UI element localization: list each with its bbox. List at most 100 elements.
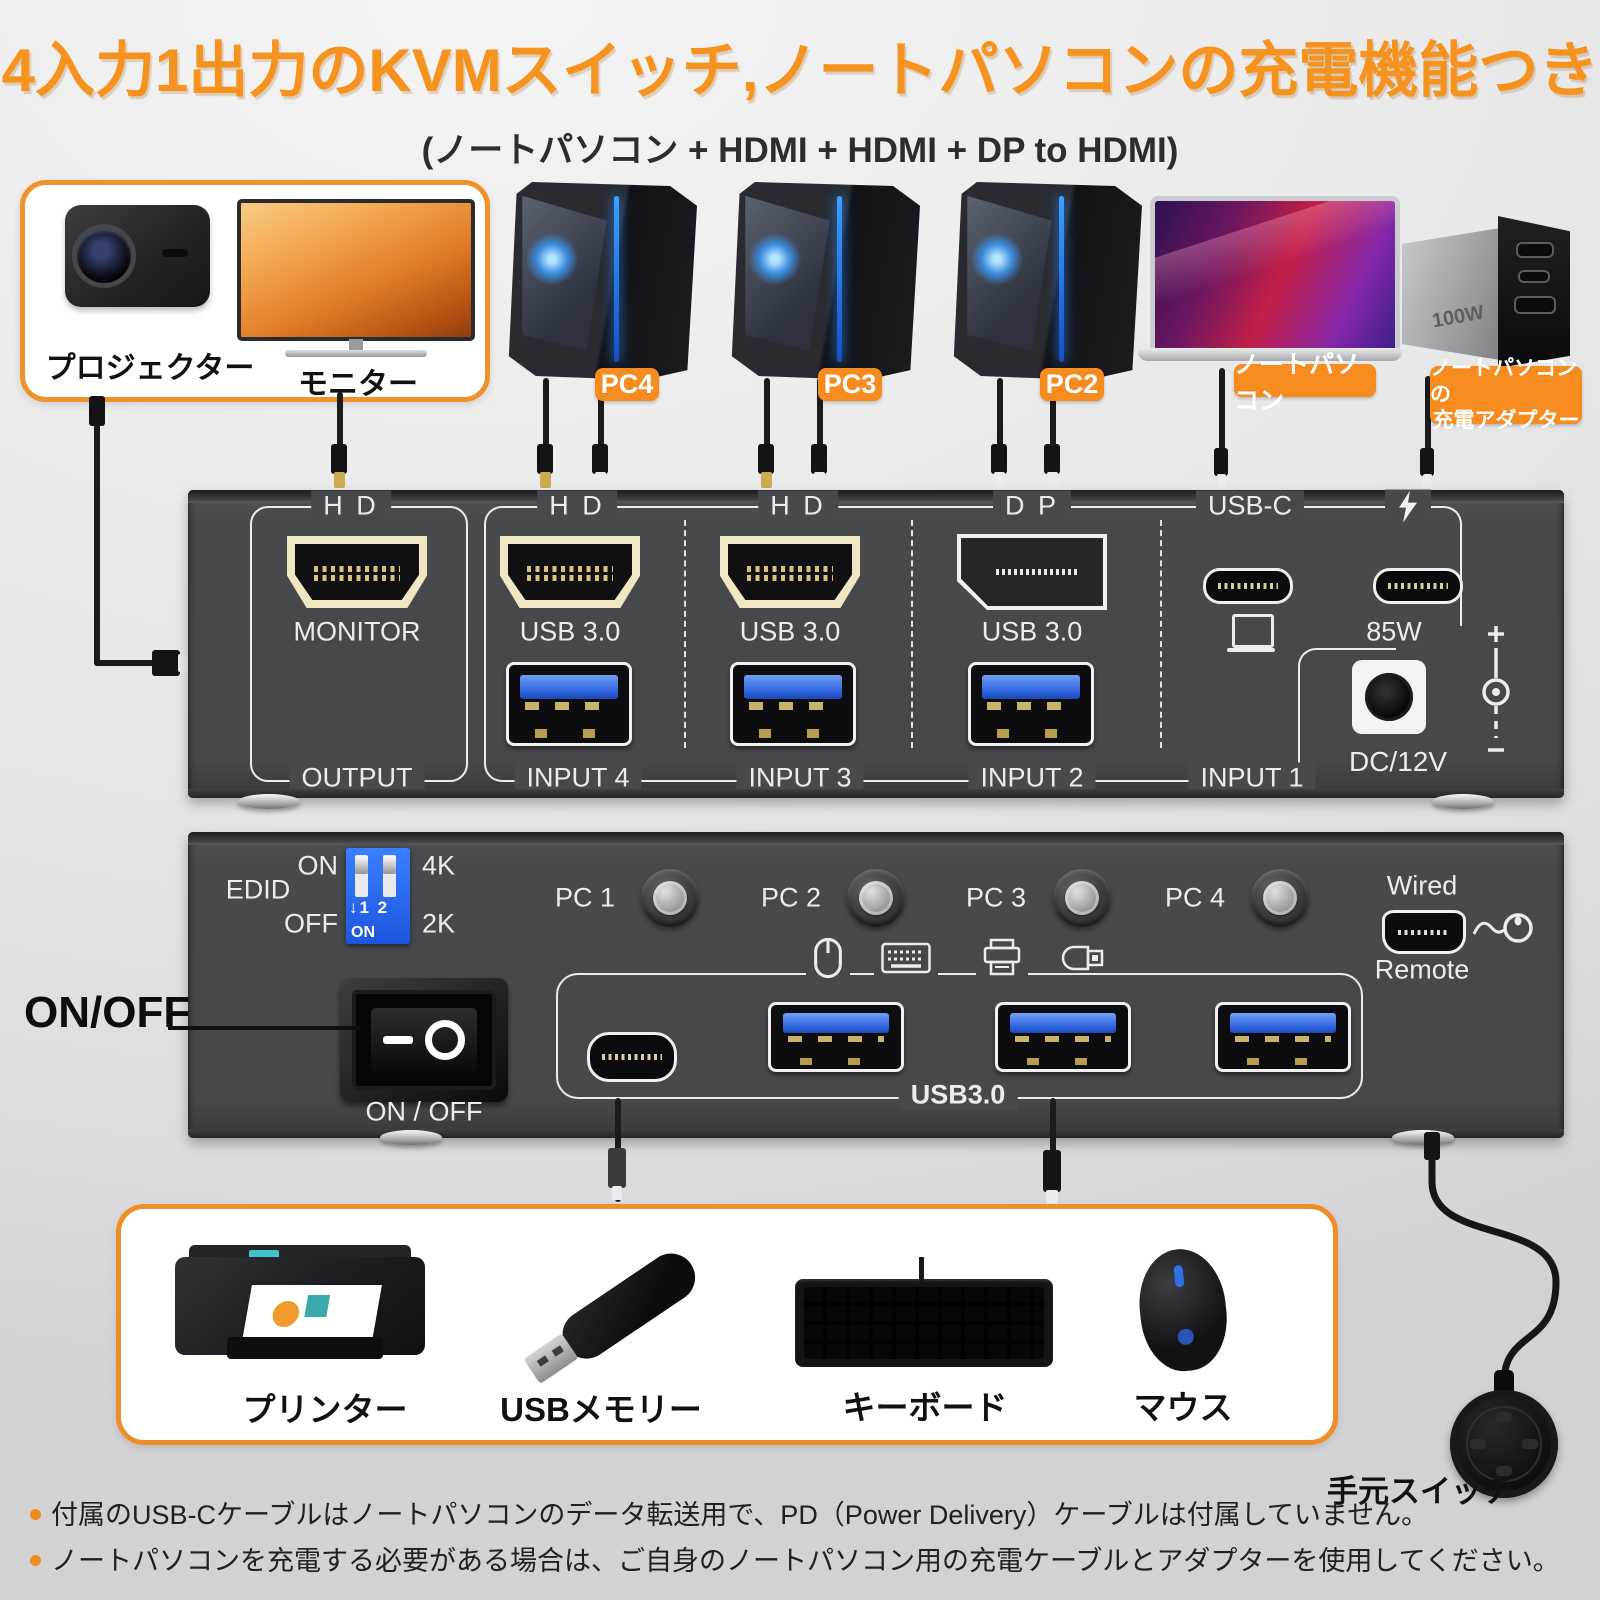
- usb-plug-tip: [178, 654, 188, 672]
- front-usb30-label: USB3.0: [898, 1079, 1018, 1111]
- charger-front: [1498, 216, 1570, 368]
- pc3-select-button: [1053, 869, 1111, 927]
- puck-button: [1470, 1439, 1486, 1449]
- usbc-pins: [1217, 583, 1279, 589]
- mouse-label: マウス: [1133, 1389, 1233, 1426]
- output-devices-box: プロジェクター モニター: [20, 180, 490, 402]
- printer-image: [175, 1245, 425, 1367]
- hdmi-port-output: [287, 536, 427, 608]
- charger-badge-line1: ノートパソコンの: [1430, 356, 1577, 406]
- watt-label: 85W: [1354, 616, 1434, 648]
- dc-bracket: [1298, 648, 1396, 780]
- dip-4k-label: 4K: [422, 850, 456, 881]
- charger-image: 100W: [1402, 214, 1572, 372]
- power-callout-label: ON/OFF: [24, 988, 191, 1037]
- device-foot: [1432, 794, 1494, 809]
- note-text: ノートパソコンを充電する必要がある場合は、ご自身のノートパソコン用の充電ケーブル…: [51, 1546, 1560, 1576]
- pc2-tower-image: [950, 182, 1142, 380]
- usbc-pins: [601, 1054, 663, 1060]
- hdmi-pins: [314, 575, 400, 581]
- hdmi-plug-tip: [334, 472, 345, 488]
- usb-tongue: [1009, 1013, 1117, 1033]
- dip-2k-label: 2K: [422, 908, 456, 939]
- usb-teeth: [1234, 1035, 1332, 1043]
- usb-tongue: [743, 675, 843, 699]
- mouse-logo: [1177, 1328, 1195, 1346]
- hdmi-pins: [747, 566, 833, 572]
- monitor-screen: [237, 199, 475, 341]
- pc3-usb-cable: [817, 378, 823, 454]
- pc2-label: PC 2: [760, 882, 822, 913]
- puck-button: [1496, 1466, 1512, 1476]
- mouse-image: [1133, 1244, 1233, 1376]
- keyboard-icon: [874, 940, 938, 976]
- monitor-cable: [337, 392, 343, 454]
- usbc-plug: [1420, 448, 1434, 476]
- projector-label: プロジェクター: [45, 352, 255, 385]
- dip-off-state-label: OFF: [284, 908, 338, 939]
- usb-memory-label: USBメモリー: [500, 1391, 702, 1428]
- footnotes: 付属のUSB-Cケーブルはノートパソコンのデータ転送用で、PD（Power De…: [26, 1492, 1592, 1584]
- usb-plug: [152, 650, 180, 676]
- dp-plug: [991, 444, 1007, 474]
- dc12v-label: DC/12V: [1348, 746, 1448, 777]
- monitor-stand: [349, 339, 363, 351]
- note-line: ノートパソコンを充電する必要がある場合は、ご自身のノートパソコン用の充電ケーブル…: [26, 1538, 1592, 1584]
- bullet-icon: [30, 1509, 41, 1520]
- usb-tongue: [782, 1013, 890, 1033]
- tower-fan: [749, 233, 802, 286]
- tower-led-strip: [1059, 195, 1065, 363]
- hand-switch-label: 手元スイッチ: [1327, 1474, 1513, 1509]
- usb-teeth: [524, 702, 614, 711]
- hdmi-plug: [537, 444, 553, 474]
- hdmi-plug-tip: [540, 472, 551, 488]
- printer-label: プリンター: [242, 1391, 408, 1428]
- usb-contacts: [997, 728, 1065, 738]
- pc2-dp-cable: [997, 378, 1003, 454]
- monitor-image: [237, 199, 475, 357]
- puck-button: [1522, 1439, 1538, 1449]
- power-off-mark: [425, 1020, 466, 1060]
- hdmi-port-inner: [728, 544, 852, 600]
- displayport-port-input2: [957, 534, 1107, 610]
- usb-teeth: [787, 1035, 885, 1043]
- hdmi-port-inner: [295, 544, 419, 600]
- pc3-badge: PC3: [818, 368, 882, 401]
- input-port-group: [484, 506, 1312, 782]
- laptop-image: [1138, 196, 1402, 366]
- usb-flash-icon: [1053, 943, 1115, 973]
- input3-label: INPUT 3: [736, 762, 864, 794]
- usb-teeth: [748, 702, 838, 711]
- keyboard-cable: [919, 1257, 924, 1281]
- dp-plug-tip: [994, 472, 1005, 488]
- charger-badge: ノートパソコンの 充電アダプター: [1430, 357, 1582, 432]
- usb-plug: [811, 444, 827, 474]
- hdmi-plug: [758, 444, 774, 474]
- pc3-tower-image: [728, 182, 920, 380]
- tower-fan: [526, 233, 579, 286]
- edid-label: EDID: [225, 874, 291, 905]
- hdmi-pins: [527, 575, 613, 581]
- projector-lens: [77, 229, 131, 283]
- usb-tongue: [519, 675, 619, 699]
- tower-led-strip: [614, 195, 620, 363]
- lightning-icon: [1385, 489, 1431, 523]
- laptop-screen: [1150, 196, 1400, 358]
- paper-graphic: [304, 1295, 331, 1317]
- dip-numbers: ↓1 2: [349, 898, 390, 917]
- device-foot: [238, 794, 300, 809]
- usb-port-input4: [506, 662, 632, 746]
- printer-icon: [976, 938, 1028, 978]
- onoff-panel-label: ON / OFF: [365, 1096, 483, 1127]
- usb-teeth: [1014, 1035, 1112, 1043]
- usbc-port-input1: [1203, 568, 1293, 604]
- page-subtitle: (ノートパソコン + HDMI + HDMI + DP to HDMI): [421, 131, 1179, 170]
- callout-line: [168, 1026, 360, 1030]
- input1-label: INPUT 1: [1188, 762, 1316, 794]
- tower-fan: [971, 233, 1024, 286]
- usb-contacts: [759, 728, 827, 738]
- dip-knob: [355, 856, 368, 874]
- usbc-bracket: [1310, 506, 1462, 626]
- usb-plug-tip: [814, 472, 825, 488]
- pc2-badge: PC2: [1040, 368, 1104, 401]
